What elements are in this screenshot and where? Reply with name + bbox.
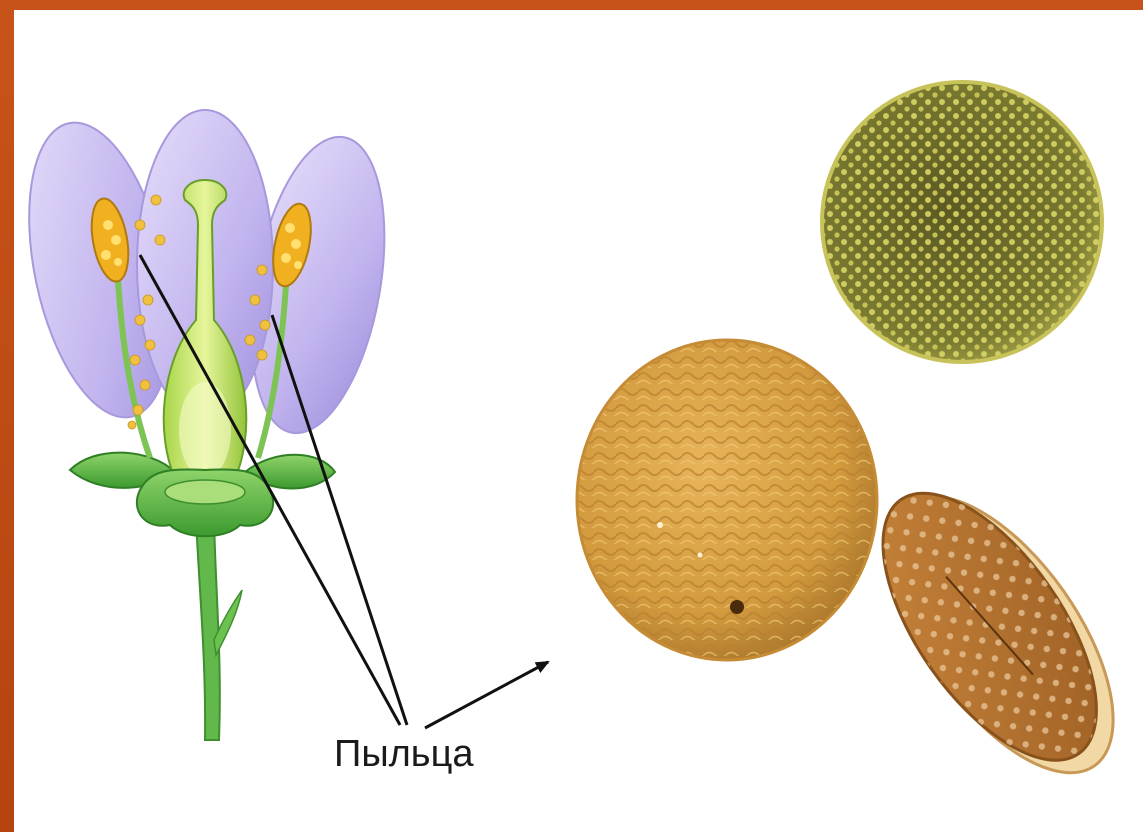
receptacle-inner	[165, 480, 245, 504]
flower-illustration	[5, 110, 405, 740]
flower-stem	[196, 520, 220, 740]
pollen-label: Пыльца	[334, 733, 474, 776]
pollen-grain-wrinkled	[577, 340, 877, 660]
pollen-grain-spiky	[822, 82, 1102, 362]
arrow-to-pollen-grains	[425, 662, 548, 728]
ovary-highlight	[179, 382, 231, 478]
pollen-grain-oval	[842, 453, 1143, 810]
